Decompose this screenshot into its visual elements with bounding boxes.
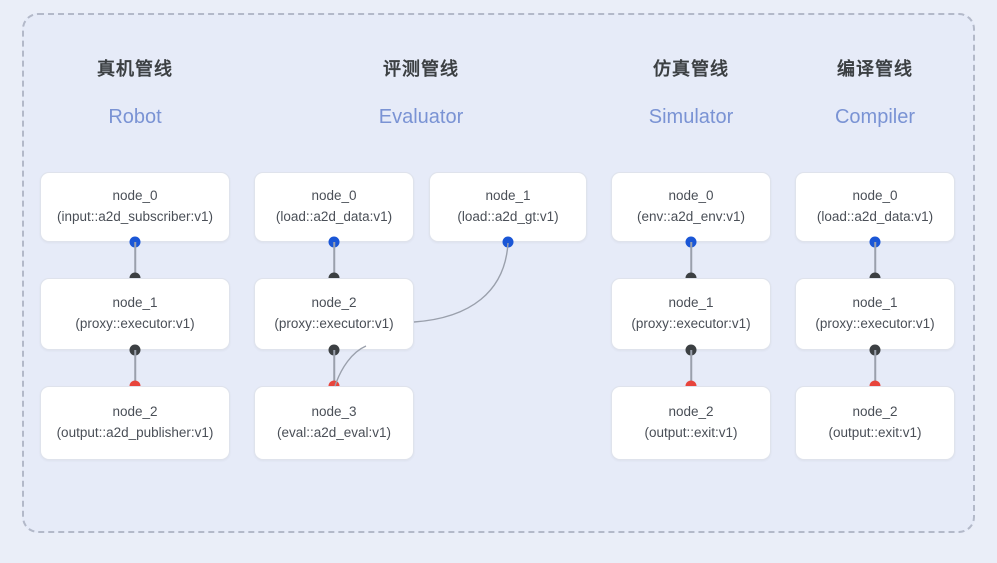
port-output-evaluator-1-gt[interactable] bbox=[502, 236, 514, 248]
pipeline-column-robot: 真机管线 Robot bbox=[40, 55, 230, 525]
edge-robot-0-1 bbox=[134, 242, 136, 278]
edge-compiler-0-1 bbox=[874, 242, 876, 278]
edge-evaluator-0-2 bbox=[333, 242, 335, 278]
node-evaluator-3[interactable]: node_3 (eval::a2d_eval:v1) bbox=[254, 386, 414, 460]
node-name: node_0 bbox=[668, 188, 714, 204]
column-title-cn-simulator: 仿真管线 bbox=[653, 59, 729, 79]
node-name: node_0 bbox=[852, 188, 898, 204]
node-type: (env::a2d_env:v1) bbox=[636, 209, 746, 224]
column-title-cn-evaluator: 评测管线 bbox=[383, 59, 459, 79]
edge-compiler-1-2 bbox=[874, 350, 876, 386]
node-type: (output::a2d_publisher:v1) bbox=[56, 425, 214, 440]
column-title-en-simulator: Simulator bbox=[648, 106, 734, 128]
node-robot-0[interactable]: node_0 (input::a2d_subscriber:v1) bbox=[40, 172, 230, 242]
column-title-cn-robot: 真机管线 bbox=[97, 59, 173, 79]
node-type: (proxy::executor:v1) bbox=[815, 316, 935, 331]
node-name: node_3 bbox=[311, 404, 357, 420]
node-robot-2[interactable]: node_2 (output::a2d_publisher:v1) bbox=[40, 386, 230, 460]
pipeline-column-evaluator: 评测管线 Evaluator bbox=[341, 55, 501, 525]
node-name: node_1 bbox=[668, 295, 714, 311]
node-type: (proxy::executor:v1) bbox=[75, 316, 195, 331]
column-title-cn-compiler: 编译管线 bbox=[837, 59, 913, 79]
node-evaluator-1-gt[interactable]: node_1 (load::a2d_gt:v1) bbox=[429, 172, 587, 242]
node-compiler-1[interactable]: node_1 (proxy::executor:v1) bbox=[795, 278, 955, 350]
node-name: node_2 bbox=[852, 404, 898, 420]
node-name: node_2 bbox=[112, 404, 158, 420]
node-type: (input::a2d_subscriber:v1) bbox=[56, 209, 214, 224]
edge-simulator-1-2 bbox=[690, 350, 692, 386]
edge-robot-1-2 bbox=[134, 350, 136, 386]
node-simulator-1[interactable]: node_1 (proxy::executor:v1) bbox=[611, 278, 771, 350]
node-robot-1[interactable]: node_1 (proxy::executor:v1) bbox=[40, 278, 230, 350]
node-evaluator-0[interactable]: node_0 (load::a2d_data:v1) bbox=[254, 172, 414, 242]
node-compiler-2[interactable]: node_2 (output::exit:v1) bbox=[795, 386, 955, 460]
node-type: (proxy::executor:v1) bbox=[631, 316, 751, 331]
node-name: node_2 bbox=[668, 404, 714, 420]
node-name: node_1 bbox=[852, 295, 898, 311]
column-title-en-compiler: Compiler bbox=[834, 106, 916, 128]
node-name: node_1 bbox=[112, 295, 158, 311]
pipeline-column-simulator: 仿真管线 Simulator bbox=[611, 55, 771, 525]
node-type: (load::a2d_gt:v1) bbox=[457, 209, 559, 224]
node-name: node_1 bbox=[485, 188, 531, 204]
column-title-en-robot: Robot bbox=[108, 106, 162, 128]
node-compiler-0[interactable]: node_0 (load::a2d_data:v1) bbox=[795, 172, 955, 242]
node-type: (eval::a2d_eval:v1) bbox=[276, 425, 392, 440]
node-evaluator-2[interactable]: node_2 (proxy::executor:v1) bbox=[254, 278, 414, 350]
column-title-en-evaluator: Evaluator bbox=[378, 106, 464, 128]
node-type: (output::exit:v1) bbox=[644, 425, 738, 440]
node-type: (load::a2d_data:v1) bbox=[275, 209, 393, 224]
pipeline-column-compiler: 编译管线 Compiler bbox=[795, 55, 955, 525]
node-type: (output::exit:v1) bbox=[828, 425, 922, 440]
node-type: (load::a2d_data:v1) bbox=[816, 209, 934, 224]
node-name: node_0 bbox=[311, 188, 357, 204]
node-simulator-2[interactable]: node_2 (output::exit:v1) bbox=[611, 386, 771, 460]
edge-simulator-0-1 bbox=[690, 242, 692, 278]
edge-evaluator-2-3 bbox=[333, 350, 335, 386]
node-type: (proxy::executor:v1) bbox=[274, 316, 394, 331]
node-simulator-0[interactable]: node_0 (env::a2d_env:v1) bbox=[611, 172, 771, 242]
node-name: node_0 bbox=[112, 188, 158, 204]
node-name: node_2 bbox=[311, 295, 357, 311]
